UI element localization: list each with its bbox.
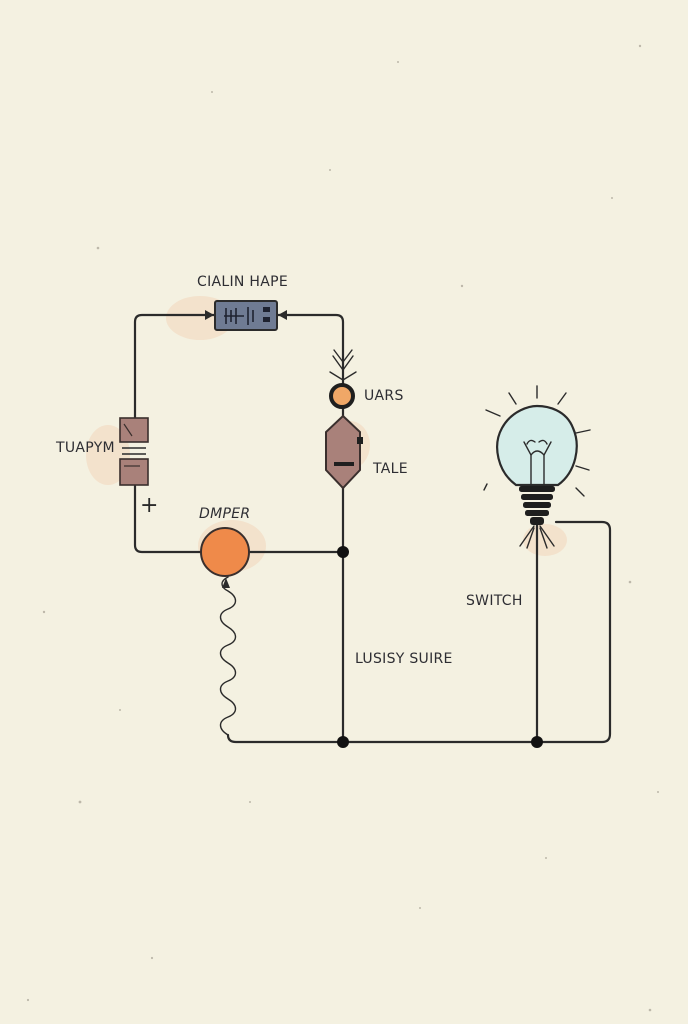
paper-speckles [26,44,659,1012]
small-circle-component[interactable] [329,383,355,409]
orange-component-label: DMPER [199,506,250,522]
hex-component-label: TALE [372,461,408,477]
coil-wire [219,576,237,736]
orange-component[interactable] [200,527,250,577]
switch-label: SWITCH [466,593,523,609]
top-component[interactable] [214,300,278,331]
plus-sign: + [140,493,158,518]
junction-dots [337,546,543,748]
light-bulb-icon[interactable] [483,385,591,549]
left-component-label: TUAPYM [55,440,115,456]
arrow-feathers [329,349,357,381]
arrowheads [205,310,287,320]
coil-arrowhead [222,578,230,588]
small-circle-label: UARS [364,388,404,404]
circuit-wires [133,313,612,744]
left-capacitor[interactable] [119,417,149,486]
hex-component[interactable] [325,414,363,490]
top-component-label: CIALIN HAPE [197,274,288,290]
bottom-middle-label: LUSISY SUIRE [355,651,453,667]
